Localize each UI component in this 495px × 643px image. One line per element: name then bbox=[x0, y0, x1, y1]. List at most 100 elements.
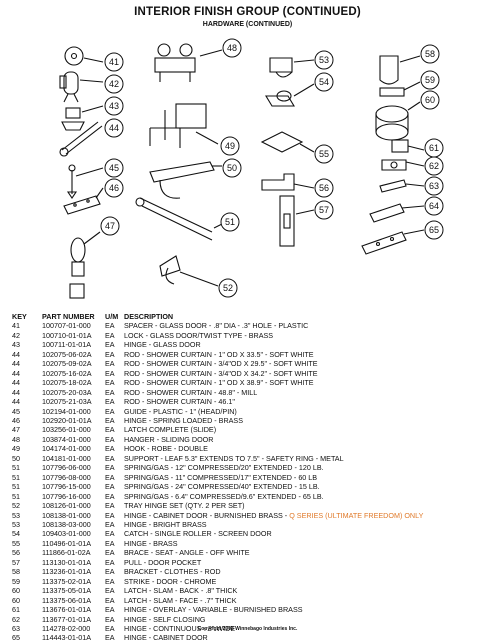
cell-description: ROD - SHOWER CURTAIN - 1" OD X 38.9" - S… bbox=[124, 378, 314, 388]
cell-um: EA bbox=[105, 519, 115, 529]
cell-key: 60 bbox=[12, 595, 20, 605]
part-59-drawing bbox=[379, 87, 405, 97]
cell-part-number: 103256-01-000 bbox=[42, 425, 91, 435]
cell-um: EA bbox=[105, 368, 115, 378]
callout-42: 42 bbox=[104, 74, 124, 94]
part-55-drawing bbox=[260, 131, 304, 153]
cell-description: HINGE - GLASS DOOR bbox=[124, 340, 201, 350]
part-48-drawing bbox=[154, 43, 196, 82]
cell-description: HANGER - SLIDING DOOR bbox=[124, 434, 214, 444]
cell-key: 62 bbox=[12, 614, 20, 624]
part-56-drawing bbox=[261, 173, 295, 191]
cell-key: 45 bbox=[12, 406, 20, 416]
cell-key: 63 bbox=[12, 623, 20, 633]
svg-text:49: 49 bbox=[225, 141, 235, 151]
cell-key: 59 bbox=[12, 576, 20, 586]
cell-part-number: 100710-01-01A bbox=[42, 330, 92, 340]
column-header-key: KEY bbox=[12, 312, 27, 321]
part-49-drawing bbox=[149, 103, 207, 148]
cell-key: 44 bbox=[12, 387, 20, 397]
callout-48: 48 bbox=[222, 38, 242, 58]
cell-part-number: 104174-01-000 bbox=[42, 444, 91, 454]
svg-text:61: 61 bbox=[429, 143, 439, 153]
cell-um: EA bbox=[105, 595, 115, 605]
cell-um: EA bbox=[105, 340, 115, 350]
cell-description: SPRING/GAS - 24" COMPRESSED/40" EXTENDED… bbox=[124, 482, 320, 492]
part-62-drawing bbox=[381, 159, 407, 171]
cell-description: ROD - SHOWER CURTAIN - 46.1" bbox=[124, 397, 235, 407]
cell-um: EA bbox=[105, 472, 115, 482]
cell-key: 51 bbox=[12, 463, 20, 473]
svg-text:41: 41 bbox=[109, 57, 119, 67]
cell-um: EA bbox=[105, 633, 115, 643]
table-row: 43 100711-01-01A EA HINGE - GLASS DOOR bbox=[12, 340, 492, 349]
part-47-drawing bbox=[69, 237, 86, 299]
cell-description: HINGE - OVERLAY - VARIABLE - BURNISHED B… bbox=[124, 605, 303, 615]
svg-text:57: 57 bbox=[319, 205, 329, 215]
callout-46: 46 bbox=[104, 178, 124, 198]
cell-description: SPRING/GAS - 11" COMPRESSED/17" EXTENDED… bbox=[124, 472, 318, 482]
cell-part-number: 102075-06-02A bbox=[42, 349, 92, 359]
cell-key: 50 bbox=[12, 453, 20, 463]
cell-description: CATCH - SINGLE ROLLER - SCREEN DOOR bbox=[124, 529, 272, 539]
cell-part-number: 114443-01-01A bbox=[42, 633, 92, 643]
callout-50: 50 bbox=[222, 158, 242, 178]
cell-description: SPRING/GAS - 12" COMPRESSED/20" EXTENDED… bbox=[124, 463, 324, 473]
cell-part-number: 113676-01-01A bbox=[42, 605, 92, 615]
cell-um: EA bbox=[105, 576, 115, 586]
cell-part-number: 100711-01-01A bbox=[42, 340, 92, 350]
cell-part-number: 102194-01-000 bbox=[42, 406, 91, 416]
series-note: Q SERIES (ULTIMATE FREEDOM) ONLY bbox=[289, 510, 424, 520]
svg-text:44: 44 bbox=[109, 123, 119, 133]
cell-part-number: 102075-16-02A bbox=[42, 368, 92, 378]
cell-part-number: 113375-06-01A bbox=[42, 595, 92, 605]
svg-text:51: 51 bbox=[225, 217, 235, 227]
page-subtitle: HARDWARE (CONTINUED) bbox=[202, 21, 293, 28]
cell-key: 56 bbox=[12, 548, 20, 558]
part-53-drawing bbox=[269, 57, 293, 78]
callout-63: 63 bbox=[424, 176, 444, 196]
part-46-drawing bbox=[63, 195, 101, 215]
cell-um: EA bbox=[105, 548, 115, 558]
svg-text:60: 60 bbox=[425, 95, 435, 105]
svg-text:65: 65 bbox=[429, 225, 439, 235]
part-61-drawing bbox=[391, 139, 409, 153]
svg-text:55: 55 bbox=[319, 149, 329, 159]
cell-um: EA bbox=[105, 623, 115, 633]
callout-62: 62 bbox=[424, 156, 444, 176]
cell-um: EA bbox=[105, 397, 115, 407]
cell-part-number: 108126-01-000 bbox=[42, 501, 91, 511]
callout-61: 61 bbox=[424, 138, 444, 158]
svg-text:47: 47 bbox=[105, 221, 115, 231]
parts-diagram: 41 42 43 44 45 46 47 48 49 50 51 52 53 5… bbox=[59, 38, 444, 299]
cell-key: 58 bbox=[12, 567, 20, 577]
copyright-notice: Copyright 2003 Winnebago Industries Inc. bbox=[197, 626, 298, 632]
cell-key: 51 bbox=[12, 482, 20, 492]
cell-description: GUIDE - PLASTIC - 1" (HEAD/PIN) bbox=[124, 406, 237, 416]
column-header-part-number: PART NUMBER bbox=[42, 312, 95, 321]
cell-key: 60 bbox=[12, 586, 20, 596]
cell-part-number: 102920-01-01A bbox=[42, 415, 92, 425]
cell-part-number: 113375-02-01A bbox=[42, 576, 92, 586]
cell-part-number: 102075-09-02A bbox=[42, 359, 92, 369]
svg-text:52: 52 bbox=[223, 283, 233, 293]
cell-description: ROD - SHOWER CURTAIN - 48.8" - MILL bbox=[124, 387, 258, 397]
cell-key: 43 bbox=[12, 340, 20, 350]
cell-key: 41 bbox=[12, 321, 20, 331]
svg-text:56: 56 bbox=[319, 183, 329, 193]
cell-description: HINGE - CABINET DOOR bbox=[124, 633, 208, 643]
svg-text:64: 64 bbox=[429, 201, 439, 211]
